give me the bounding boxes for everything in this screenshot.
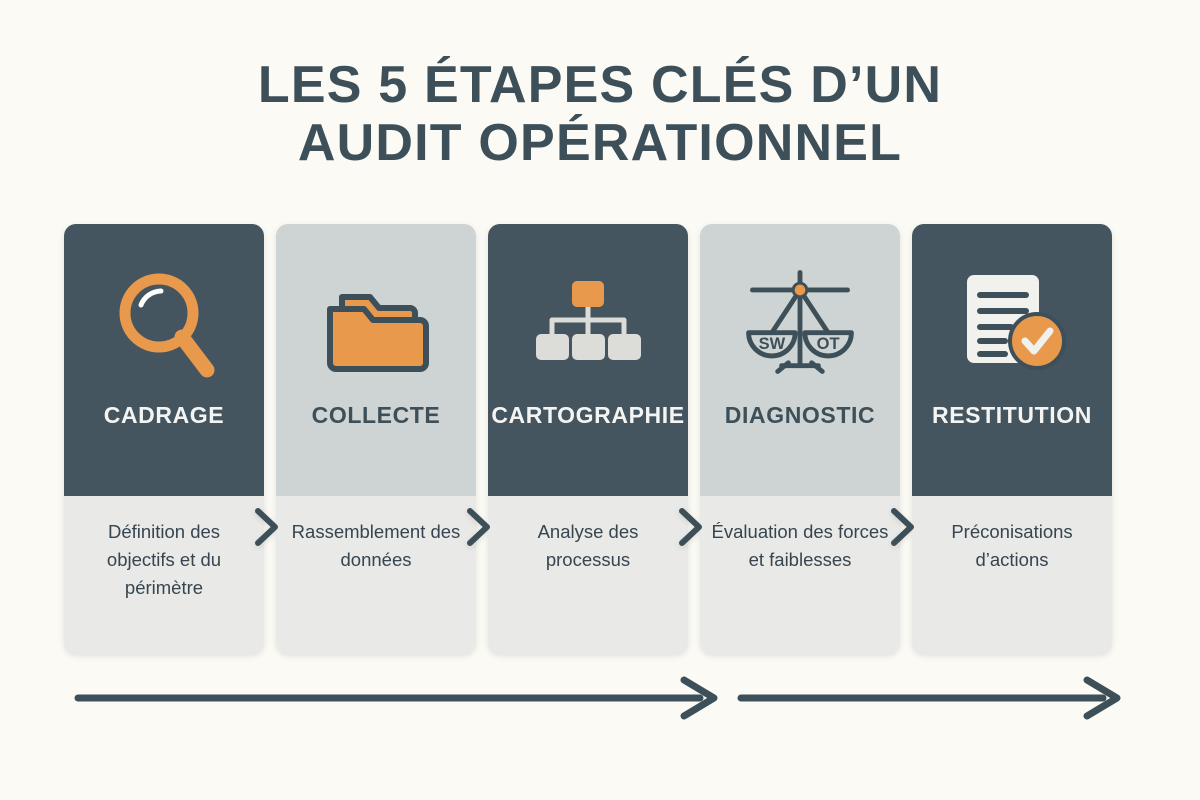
step-card-restitution[interactable]: RESTITUTION Préconisations d’actions [891,224,1112,654]
step-card-diagnostic[interactable]: SW OT DIAGNOSTIC Évaluation des forces e… [679,224,900,654]
balance-scale-icon: SW OT [735,252,865,392]
folder-icon [311,252,441,392]
step-card-cadrage[interactable]: CADRAGE Définition des objectifs et du p… [64,224,264,654]
step-label-cadrage: CADRAGE [103,402,225,428]
step-description-restitution: Préconisations d’actions [951,521,1073,570]
steps-row: CADRAGE Définition des objectifs et du p… [64,224,1136,654]
bottom-flow-arrows [64,676,1136,724]
page-title: LES 5 ÉTAPES CLÉS D’UN AUDIT OPÉRATIONNE… [0,56,1200,172]
document-check-icon [947,252,1077,392]
flow-arrow-left-icon [74,676,718,720]
step-body-cadrage: Définition des objectifs et du périmètre [64,496,264,654]
step-body-cartographie: Analyse des processus [488,496,688,654]
step-label-cartographie: CARTOGRAPHIE [491,402,685,428]
step-description-diagnostic: Évaluation des forces et faiblesses [711,521,889,570]
scale-left-label: SW [759,335,786,353]
chevron-right-icon [467,508,490,546]
step-body-diagnostic: Évaluation des forces et faiblesses [700,496,900,654]
step-card-cartographie[interactable]: CARTOGRAPHIE Analyse des processus [467,224,688,654]
chevron-right-icon [255,508,278,546]
chevron-right-icon [891,508,914,546]
step-body-collecte: Rassemblement des données [276,496,476,654]
page-title-line-2: AUDIT OPÉRATIONNEL [297,114,903,172]
step-header-collecte: COLLECTE [276,224,476,496]
step-header-cadrage: CADRAGE [64,224,264,496]
step-label-restitution: RESTITUTION [932,402,1092,428]
step-description-cartographie: Analyse des processus [537,521,639,570]
step-header-restitution: RESTITUTION [912,224,1112,496]
flow-arrow-right-icon [737,676,1121,720]
step-card-collecte[interactable]: COLLECTE Rassemblement des données [255,224,476,654]
step-description-cadrage: Définition des objectifs et du périmètre [106,521,222,598]
chevron-right-icon [679,508,702,546]
step-description-collecte: Rassemblement des données [291,521,461,570]
page-title-line-1: LES 5 ÉTAPES CLÉS D’UN [257,56,943,114]
scale-right-label: OT [817,335,840,353]
org-chart-icon [523,252,653,392]
step-label-collecte: COLLECTE [311,402,441,428]
step-body-restitution: Préconisations d’actions [912,496,1112,654]
magnifying-glass-icon [99,252,229,392]
step-header-cartographie: CARTOGRAPHIE [488,224,688,496]
step-header-diagnostic: SW OT DIAGNOSTIC [700,224,900,496]
step-label-diagnostic: DIAGNOSTIC [724,402,876,428]
